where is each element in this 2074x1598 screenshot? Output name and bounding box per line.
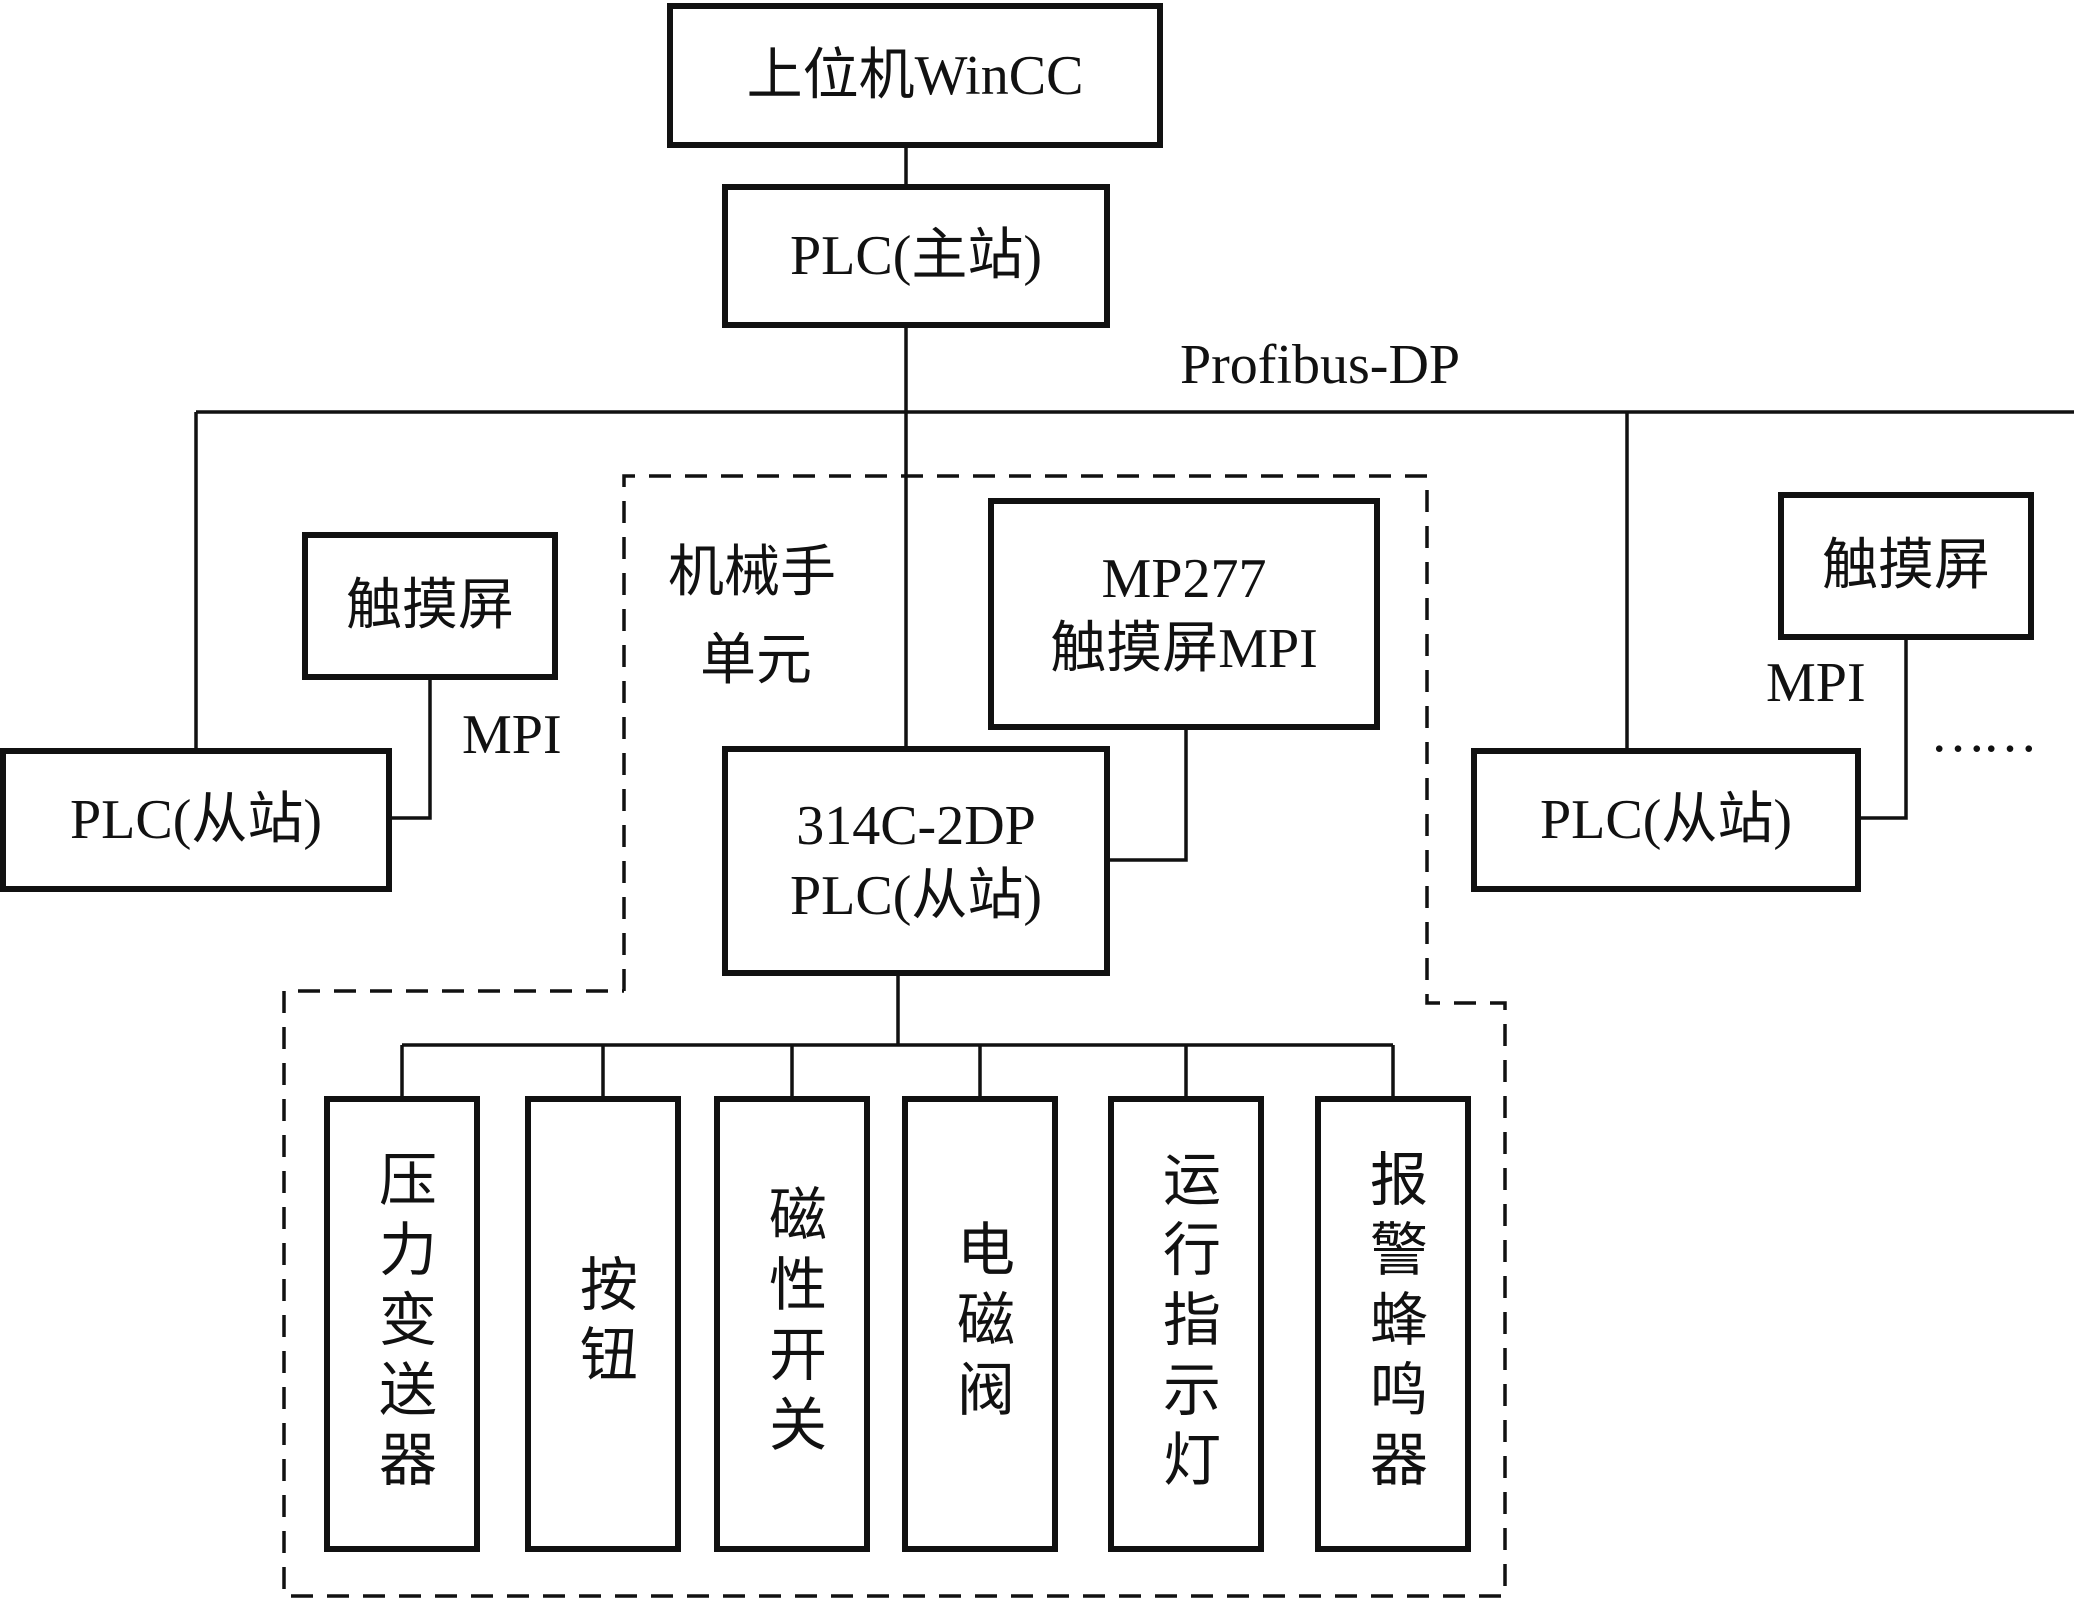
robot-unit-title-line1: 机械手: [668, 542, 836, 604]
left-touchscreen-box: 触摸屏: [302, 532, 558, 680]
right-slave-plc-box: PLC(从站): [1471, 748, 1861, 892]
robot-unit-title-line2: 单元: [700, 630, 812, 692]
wincc-box: 上位机WinCC: [667, 3, 1163, 148]
robot-unit-boundary: [282, 474, 1507, 1598]
device-magnetic-switch: 磁性开关: [714, 1096, 870, 1552]
profibus-dp-label: Profibus-DP: [1180, 334, 1461, 396]
right-touchscreen-box: 触摸屏: [1778, 492, 2034, 640]
device-run-indicator: 运行指示灯: [1108, 1096, 1264, 1552]
device-pressure-transmitter: 压力变送器: [324, 1096, 480, 1552]
unit-slave-plc-box: 314C-2DP PLC(从站): [722, 746, 1110, 976]
device-solenoid-valve: 电磁阀: [902, 1096, 1058, 1552]
left-slave-plc-box: PLC(从站): [0, 748, 392, 892]
left-mpi-label: MPI: [462, 704, 562, 766]
continuation-ellipsis: ……: [1930, 702, 2038, 764]
left-mpi-link: [390, 678, 432, 820]
mp277-hmi-box: MP277 触摸屏MPI: [988, 498, 1380, 730]
right-mpi-label: MPI: [1766, 652, 1866, 714]
right-mpi-link: [1859, 640, 1908, 820]
device-alarm-buzzer: 报警蜂鸣器: [1315, 1096, 1471, 1552]
device-button: 按钮: [525, 1096, 681, 1552]
master-plc-box: PLC(主站): [722, 184, 1110, 328]
unit-mpi-link: [1108, 729, 1188, 862]
